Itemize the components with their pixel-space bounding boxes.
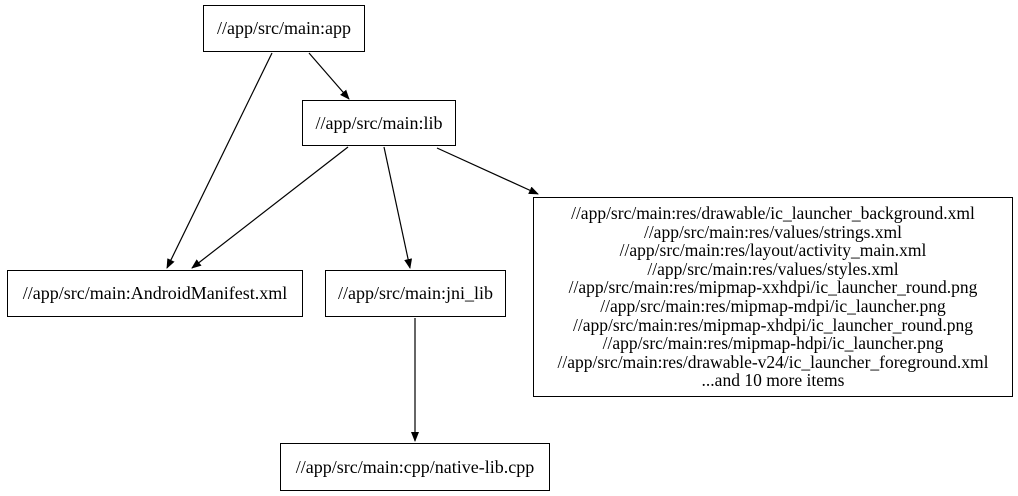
node-android-manifest: //app/src/main:AndroidManifest.xml [7,270,303,317]
edge-lib-to-resources [436,147,539,195]
resource-line: //app/src/main:res/values/strings.xml [643,221,903,242]
node-app: //app/src/main:app [203,5,365,52]
resource-line: //app/src/main:res/values/styles.xml [647,258,899,279]
node-lib-label: //app/src/main:lib [315,112,443,133]
resource-line: //app/src/main:res/mipmap-hdpi/ic_launch… [602,333,944,354]
resource-line: //app/src/main:res/drawable/ic_launcher_… [571,203,975,224]
node-resources: //app/src/main:res/drawable/ic_launcher_… [533,197,1013,397]
resource-line: ...and 10 more items [701,370,845,391]
resource-line: //app/src/main:res/drawable-v24/ic_launc… [557,351,989,372]
resource-line: //app/src/main:res/layout/activity_main.… [619,240,927,261]
node-lib: //app/src/main:lib [302,100,456,146]
resource-line: //app/src/main:res/mipmap-xhdpi/ic_launc… [573,314,973,335]
node-android-manifest-label: //app/src/main:AndroidManifest.xml [22,283,288,304]
node-native-lib-cpp-label: //app/src/main:cpp/native-lib.cpp [295,456,535,477]
node-jni-lib: //app/src/main:jni_lib [325,270,506,317]
edge-app-to-lib [308,52,350,100]
edge-app-to-manifest [166,52,273,269]
resource-line: //app/src/main:res/mipmap-mdpi/ic_launch… [600,296,946,316]
resource-line: //app/src/main:res/mipmap-xxhdpi/ic_laun… [568,277,978,298]
node-native-lib-cpp: //app/src/main:cpp/native-lib.cpp [280,443,550,491]
node-app-label: //app/src/main:app [217,18,351,39]
edge-lib-to-manifest [191,146,349,269]
edge-lib-to-jni-lib [383,146,413,269]
node-jni-lib-label: //app/src/main:jni_lib [338,283,493,304]
